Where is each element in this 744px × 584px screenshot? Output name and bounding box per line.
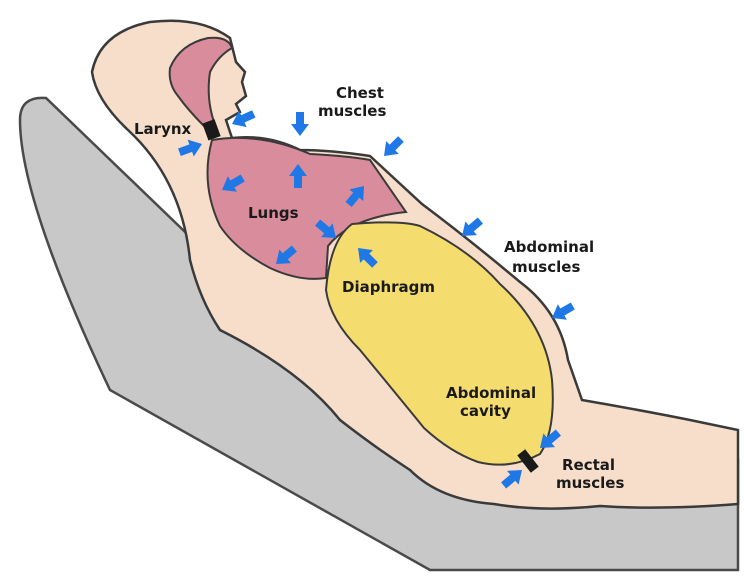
arrow-chest-2 — [378, 133, 408, 163]
label-chest-muscles-line1: Chest — [336, 84, 384, 102]
label-abdominal-muscles-line2: muscles — [512, 258, 580, 276]
label-abdominal-cavity-line2: cavity — [460, 402, 511, 420]
label-rectal-muscles-line2: muscles — [556, 474, 624, 492]
arrow-chest-1 — [291, 112, 309, 136]
label-lungs: Lungs — [248, 204, 299, 222]
label-abdominal-muscles-line1: Abdominal — [504, 238, 594, 256]
label-chest-muscles-line2: muscles — [318, 102, 386, 120]
label-diaphragm: Diaphragm — [342, 278, 435, 296]
label-abdominal-cavity-line1: Abdominal — [446, 384, 536, 402]
label-larynx: Larynx — [134, 120, 192, 138]
label-rectal-muscles-line1: Rectal — [562, 456, 615, 474]
